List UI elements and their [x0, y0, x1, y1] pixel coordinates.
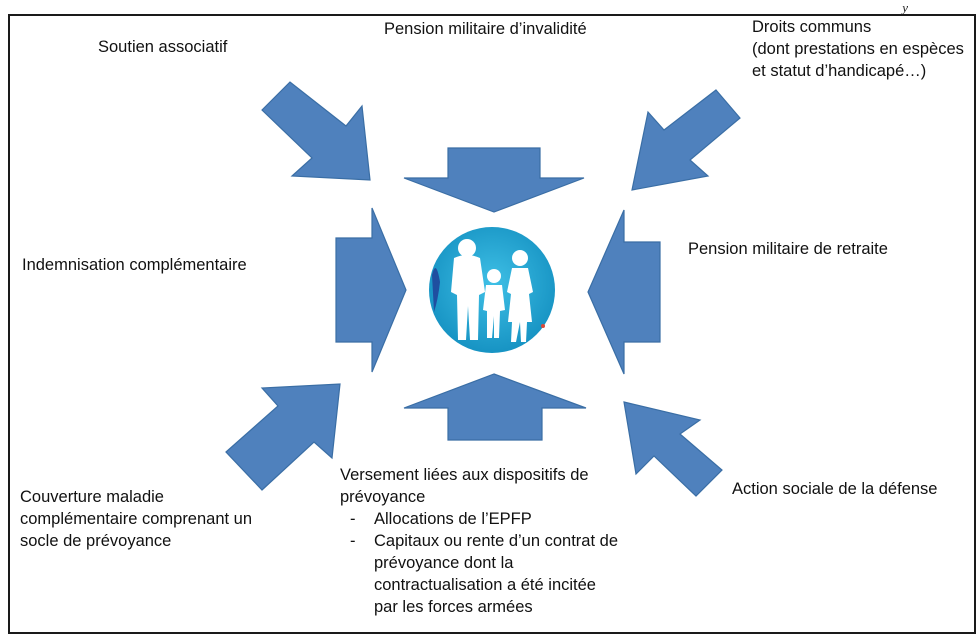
label-versement: Versement liées aux dispositifs de prévo…: [340, 464, 618, 618]
label-pension-invalidite: Pension militaire d’invalidité: [384, 20, 587, 38]
arrow-bottom-right: [623, 401, 723, 497]
droits-communs-line-2: (dont prestations en espèces: [752, 40, 964, 58]
versement-title-line-2: prévoyance: [340, 488, 426, 506]
label-soutien-associatif: Soutien associatif: [98, 38, 228, 56]
droits-communs-line-1: Droits communs: [752, 18, 872, 36]
versement-item-1-line-1: Allocations de l’EPFP: [374, 510, 532, 528]
arrow-bottom: [403, 373, 587, 441]
versement-item-2-line-4: par les forces armées: [374, 598, 533, 616]
versement-item-2-line-2: prévoyance dont la: [374, 554, 514, 572]
arrow-top: [403, 147, 585, 213]
couverture-line-1: Couverture maladie: [20, 488, 164, 506]
couverture-line-3: socle de prévoyance: [20, 532, 172, 550]
label-couverture-maladie: Couverture maladie complémentaire compre…: [20, 486, 252, 552]
versement-item-capitaux: Capitaux ou rente d’un contrat de prévoy…: [340, 530, 618, 618]
versement-item-allocations: Allocations de l’EPFP: [340, 508, 618, 530]
droits-communs-line-3: et statut d’handicapé…): [752, 62, 927, 80]
arrow-bottom-left: [225, 383, 341, 491]
label-pension-retraite: Pension militaire de retraite: [688, 240, 888, 258]
versement-list: Allocations de l’EPFP Capitaux ou rente …: [340, 508, 618, 618]
arrow-left: [335, 207, 407, 373]
corner-mark: y: [902, 0, 908, 15]
family-military-silhouette-icon: [429, 227, 555, 353]
label-droits-communs: Droits communs (dont prestations en espè…: [752, 16, 964, 82]
versement-title-line-1: Versement liées aux dispositifs de: [340, 466, 589, 484]
label-action-sociale: Action sociale de la défense: [732, 480, 938, 498]
versement-item-2-line-3: contractualisation a été incitée: [374, 576, 596, 594]
versement-item-2-line-1: Capitaux ou rente d’un contrat de: [374, 532, 618, 550]
arrow-right: [587, 209, 661, 375]
couverture-line-2: complémentaire comprenant un: [20, 510, 253, 528]
arrow-top-left: [261, 81, 371, 181]
arrow-top-right: [631, 89, 741, 191]
label-indemnisation: Indemnisation complémentaire: [22, 256, 247, 274]
